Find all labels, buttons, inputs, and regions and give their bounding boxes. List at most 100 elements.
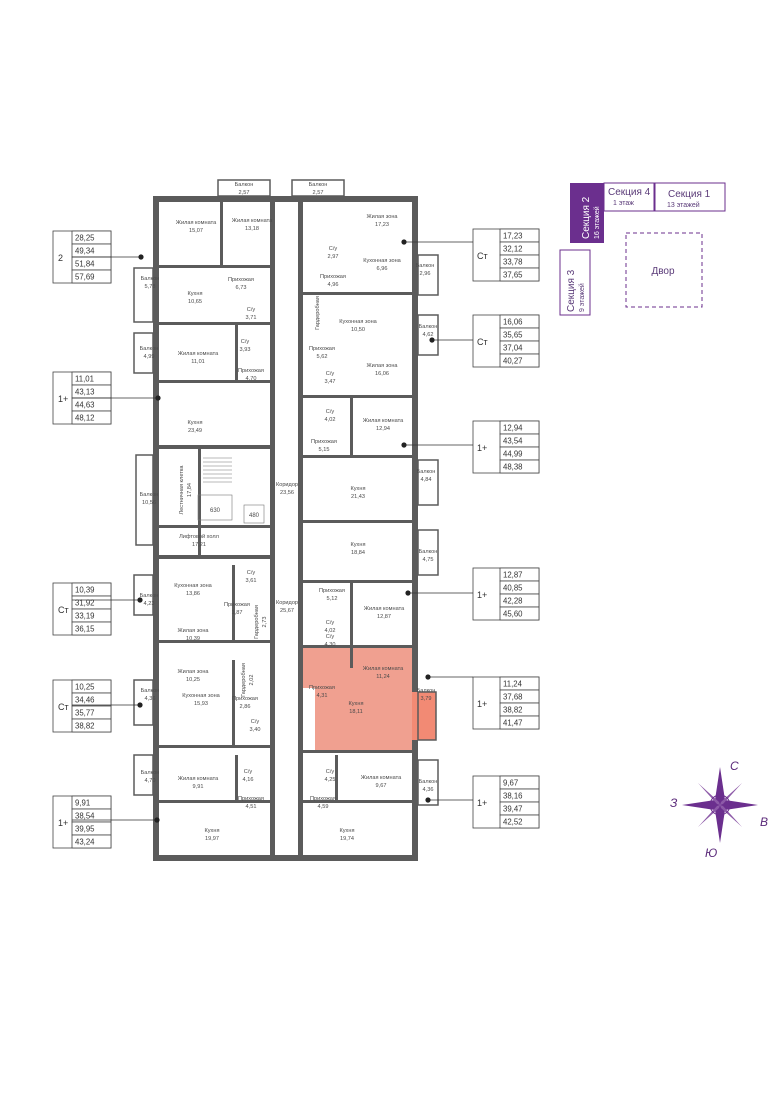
room-area: 10,39 — [186, 636, 200, 642]
room-area: 4,30 — [325, 642, 336, 648]
room-name: Прихожая — [320, 274, 346, 280]
room-area: 9,67 — [376, 783, 387, 789]
key-section-3-floors: 9 этажей — [578, 283, 586, 312]
room-area: 1,87 — [232, 610, 243, 616]
room-area: 5,12 — [327, 596, 338, 602]
room-area: 13,86 — [186, 591, 200, 597]
room-area: 3,71 — [246, 315, 257, 321]
room-name: Балкон — [419, 324, 438, 330]
key-section-3-name: Секция 3 — [566, 269, 577, 312]
room-area: 10,25 — [186, 677, 200, 683]
room-name: С/у — [329, 246, 338, 252]
card-value: 45,60 — [503, 610, 523, 619]
room-name: Кухня — [205, 828, 220, 834]
room-name: Прихожая — [238, 368, 264, 374]
card-value: 32,12 — [503, 245, 523, 254]
room-name: Жилая комната — [363, 666, 404, 672]
room-name: Кухонная зона — [182, 693, 220, 699]
room-area: 2,97 — [328, 254, 339, 260]
card-cell — [499, 459, 540, 474]
card-cell — [499, 606, 540, 621]
room-name: С/у — [326, 620, 335, 626]
room-area: 4,84 — [421, 477, 432, 483]
selected-apartment[interactable] — [303, 648, 436, 750]
room-name: Балкон — [416, 263, 435, 269]
room-name: Гардеробная — [241, 663, 247, 697]
card-value: 36,15 — [75, 625, 95, 634]
room-name: Прихожая — [228, 277, 254, 283]
room-area: 4,51 — [246, 804, 257, 810]
key-yard: Двор — [651, 266, 675, 277]
card-value: 9,67 — [503, 779, 518, 788]
card-value: 44,63 — [75, 401, 95, 410]
card-value: 43,24 — [75, 838, 95, 847]
room-area: 19,97 — [205, 836, 219, 842]
room-name: Жилая комната — [178, 351, 219, 357]
room-area: 3,40 — [250, 727, 261, 733]
balconies — [133, 179, 439, 806]
room-name: Гардеробная — [254, 605, 260, 639]
card-value: 40,27 — [503, 357, 523, 366]
card-value: 48,38 — [503, 463, 523, 472]
room-area: 23,56 — [280, 490, 294, 496]
room-area: 4,16 — [243, 777, 254, 783]
room-name: Балкон — [235, 182, 254, 188]
card-type: 1+ — [477, 798, 487, 808]
room-area: 4,36 — [145, 696, 156, 702]
room-name: Прихожая — [238, 796, 264, 802]
card-value: 17,23 — [503, 232, 523, 241]
room-area: 5,62 — [317, 354, 328, 360]
compass-north: С — [730, 759, 739, 773]
room-area: 4,31 — [317, 693, 328, 699]
card-leader-dot — [137, 702, 143, 708]
card-leader-dot — [154, 817, 160, 823]
room-name: Коридор — [276, 482, 298, 488]
room-name: Балкон — [141, 688, 160, 694]
key-section-2-highlight — [570, 183, 604, 243]
card-value: 34,46 — [75, 696, 95, 705]
room-area: 6,73 — [236, 285, 247, 291]
room-name: Коридор — [276, 600, 298, 606]
room-name: Жилая зона — [366, 214, 398, 220]
room-area: 15,93 — [194, 701, 208, 707]
room-r54: С/у3,40 — [250, 719, 261, 733]
card-cell — [499, 715, 540, 730]
room-area: 2,57 — [239, 190, 250, 196]
card-value: 10,25 — [75, 683, 95, 692]
room-name: С/у — [326, 769, 335, 775]
elevator-label-2: 480 — [249, 513, 260, 519]
card-value: 16,06 — [503, 318, 523, 327]
room-name: Балкон — [419, 779, 438, 785]
room-r52: Балкон 4,36 — [141, 688, 160, 702]
room-r59: С/у4,16 — [243, 769, 254, 783]
card-value: 57,69 — [75, 273, 95, 282]
room-name: Прихожая — [310, 796, 336, 802]
